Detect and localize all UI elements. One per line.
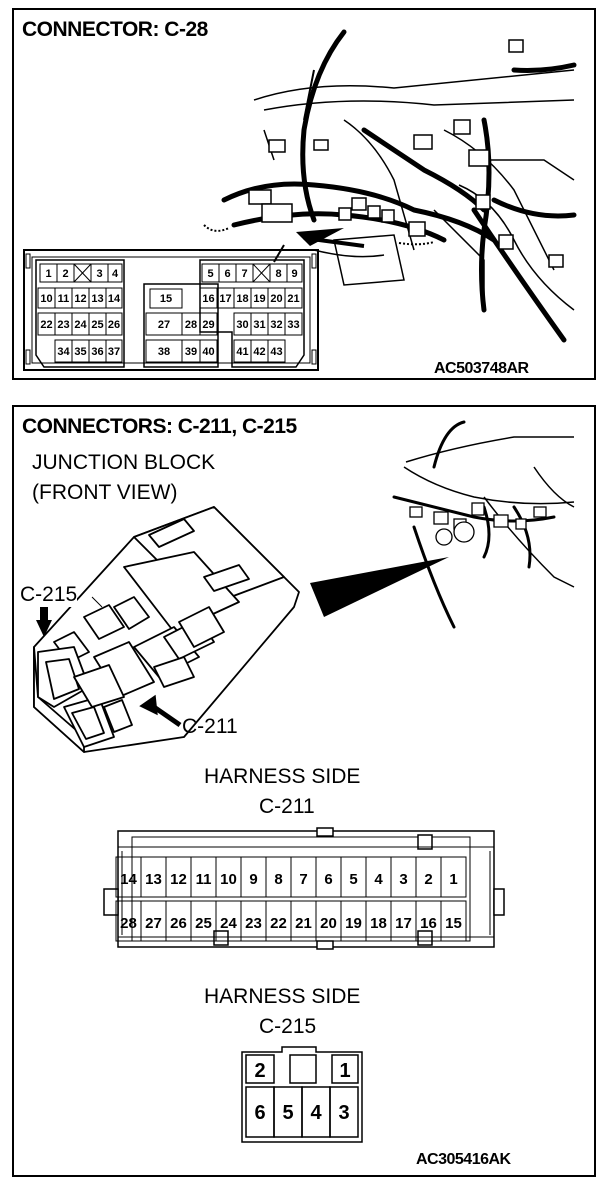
c211-pin: 6 [324, 871, 332, 888]
c28-pin: 9 [291, 268, 297, 280]
junction-block-label: JUNCTION BLOCK [32, 451, 216, 474]
c28-pin: 21 [287, 293, 299, 305]
c211-pin: 25 [195, 915, 212, 932]
c28-pin: 31 [253, 319, 265, 331]
c211-pin: 19 [345, 915, 362, 932]
c28-pin: 29 [202, 319, 214, 331]
c28-pin: 32 [270, 319, 282, 331]
c28-pin: 15 [160, 293, 172, 305]
c28-pin: 4 [112, 268, 119, 280]
c28-pin: 13 [91, 293, 103, 305]
c211-pin: 12 [170, 871, 187, 888]
c28-pin: 36 [91, 346, 103, 358]
c215-pin: 2 [254, 1060, 265, 1082]
c28-pin: 43 [270, 346, 282, 358]
c215-pin: 3 [338, 1102, 349, 1124]
c28-pin: 23 [57, 319, 69, 331]
c28-pin: 38 [158, 346, 170, 358]
c28-pin: 33 [287, 319, 299, 331]
c28-pin: 20 [270, 293, 282, 305]
c211-pin: 16 [420, 915, 437, 932]
c28-pin: 30 [236, 319, 248, 331]
c211-pin: 22 [270, 915, 287, 932]
c28-pin: 35 [74, 346, 86, 358]
c211-pin: 8 [274, 871, 282, 888]
c28-pin: 40 [202, 346, 214, 358]
harness-side-label: HARNESS SIDE [204, 765, 361, 788]
connector-c28-panel: CONNECTOR: C-28 [12, 8, 596, 380]
c211-pin: 4 [374, 871, 383, 888]
c211-c215-diagram-code: AC305416AK [416, 1151, 511, 1168]
c28-pin: 8 [275, 268, 281, 280]
c211-caption: C-211 [259, 795, 315, 818]
c28-pin: 6 [224, 268, 230, 280]
c28-pin: 12 [74, 293, 86, 305]
c28-pin: 28 [185, 319, 197, 331]
c28-pin: 14 [108, 293, 121, 305]
c211-pin: 2 [424, 871, 432, 888]
c211-pin: 11 [196, 871, 212, 888]
c211-pin: 15 [445, 915, 462, 932]
c28-pin: 10 [40, 293, 52, 305]
c211-pin: 27 [145, 915, 162, 932]
c215-caption: C-215 [259, 1015, 317, 1038]
c28-pin: 25 [91, 319, 103, 331]
c28-vehicle-illustration: 1 2 3 4 5 6 7 8 9 10 11 12 13 14 15 16 1… [23, 29, 577, 371]
c28-pin: 1 [45, 268, 51, 280]
c211-pin: 9 [249, 871, 257, 888]
c28-pin: 34 [57, 346, 70, 358]
c211-pin: 5 [349, 871, 357, 888]
c28-pin: 2 [62, 268, 68, 280]
c211-pin: 10 [220, 871, 237, 888]
c211-pin: 20 [320, 915, 337, 932]
c28-pin: 16 [202, 293, 214, 305]
junction-block-illustration: 14 13 12 11 10 9 8 7 6 5 4 3 2 1 28 27 2… [33, 420, 575, 1143]
c28-pin: 41 [236, 346, 248, 358]
c211-pin: 24 [220, 915, 237, 932]
front-view-label: (FRONT VIEW) [32, 481, 178, 504]
c211-pin: 7 [299, 871, 307, 888]
c211-pin: 3 [399, 871, 407, 888]
c211-callout-label: C-211 [182, 715, 238, 738]
c215-pin: 1 [339, 1060, 350, 1082]
c211-pin: 23 [245, 915, 262, 932]
c28-title: CONNECTOR: C-28 [22, 18, 208, 41]
c28-diagram-code: AC503748AR [434, 360, 529, 377]
c28-pin: 22 [40, 319, 52, 331]
c28-pin: 18 [236, 293, 248, 305]
c28-pin: 11 [58, 293, 70, 305]
c28-pin: 5 [207, 268, 213, 280]
c215-pin: 6 [254, 1102, 265, 1124]
c215-callout-label: C-215 [20, 583, 78, 607]
c211-pin: 26 [170, 915, 187, 932]
connectors-c211-c215-panel: CONNECTORS: C-211, C-215 JUNCTION BLOCK … [12, 405, 596, 1177]
c211-pin: 18 [370, 915, 387, 932]
c211-pin: 13 [145, 871, 162, 888]
c28-pin: 27 [158, 319, 170, 331]
c211-pin: 28 [120, 915, 137, 932]
c215-pin: 4 [310, 1102, 322, 1124]
c28-pin: 17 [219, 293, 231, 305]
c211-pin: 17 [395, 915, 412, 932]
c215-pin: 5 [282, 1102, 293, 1124]
c28-pin: 7 [241, 268, 247, 280]
c211-c215-title: CONNECTORS: C-211, C-215 [22, 415, 297, 438]
c211-pin: 1 [449, 871, 457, 888]
c28-pin: 26 [108, 319, 120, 331]
c28-pin: 39 [185, 346, 197, 358]
c211-pin: 21 [295, 915, 312, 932]
c28-pin: 42 [253, 346, 265, 358]
c28-pin: 24 [74, 319, 87, 331]
c28-pin: 37 [108, 346, 120, 358]
c28-pin: 3 [96, 268, 102, 280]
c28-pin: 19 [253, 293, 265, 305]
harness-side-label: HARNESS SIDE [204, 985, 361, 1008]
c211-pin: 14 [120, 871, 137, 888]
